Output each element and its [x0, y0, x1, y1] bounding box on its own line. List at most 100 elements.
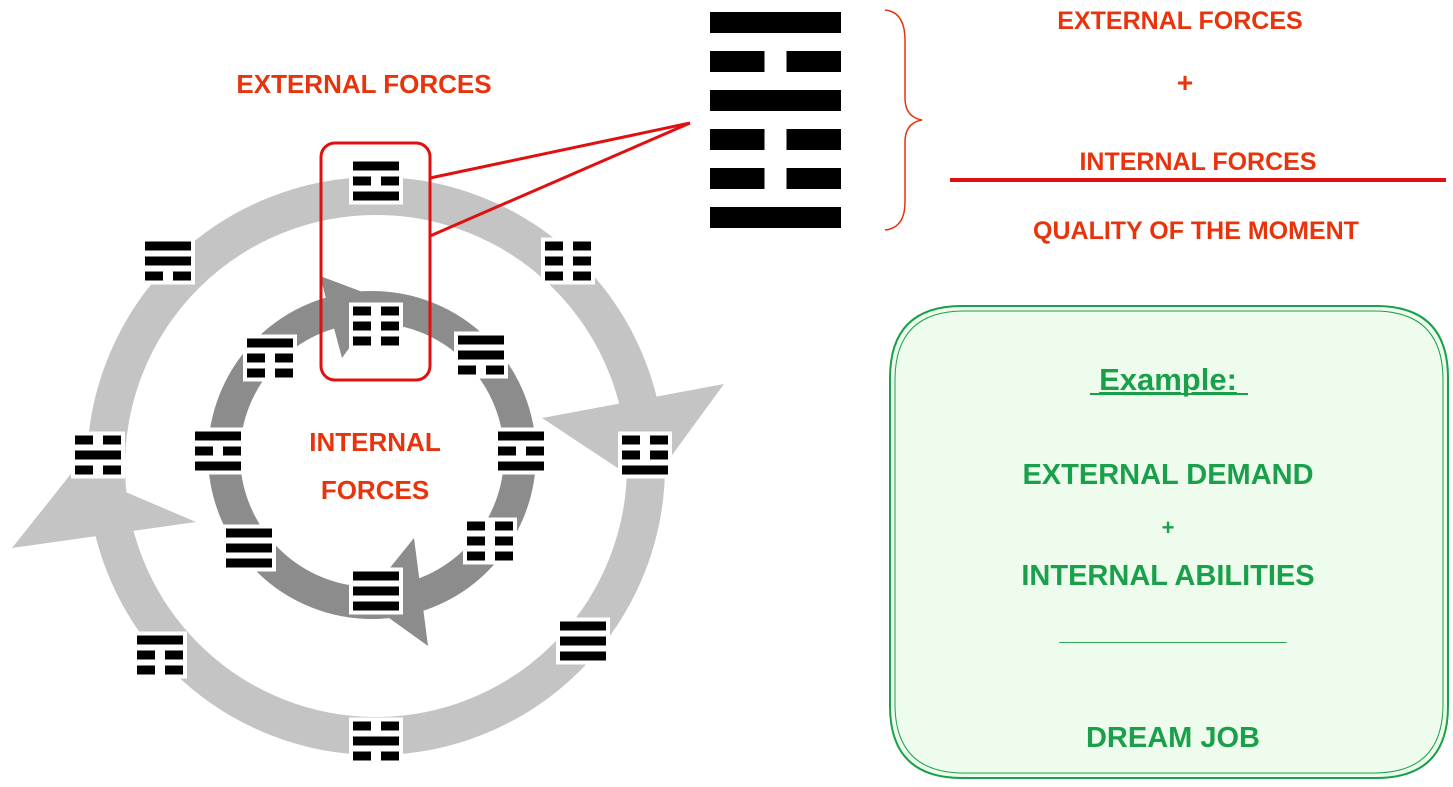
yin-line [381, 306, 399, 316]
yin-line [275, 368, 293, 378]
yin-line [247, 368, 265, 378]
yang-line [226, 543, 272, 553]
yang-line [353, 161, 399, 171]
outer-trigrams [71, 157, 672, 765]
yin-line [381, 751, 399, 761]
yin-line [573, 241, 591, 251]
yin-line [353, 336, 371, 346]
yin-line [495, 551, 513, 561]
trigram-icon [349, 157, 403, 205]
yin-line [573, 256, 591, 266]
yin-line [545, 256, 563, 266]
formula-term2: INTERNAL FORCES [1079, 148, 1316, 176]
yang-line [353, 191, 399, 201]
formula: EXTERNAL FORCES + INTERNAL FORCES QUALIT… [950, 7, 1446, 245]
yin-line [165, 665, 183, 675]
yin-line [498, 446, 516, 456]
trigram-icon [463, 517, 517, 565]
example-plus: + [1162, 515, 1175, 540]
yin-line [381, 721, 399, 731]
yin-line [786, 129, 841, 150]
yang-line [458, 335, 504, 345]
yang-line [710, 90, 841, 111]
yin-line [353, 751, 371, 761]
callout-box [319, 141, 432, 382]
example-result: DREAM JOB [1086, 722, 1260, 754]
yin-line [381, 321, 399, 331]
trigram-icon [556, 617, 610, 665]
callout [319, 121, 691, 382]
yang-line [195, 461, 241, 471]
yin-line [173, 271, 191, 281]
trigram-icon [541, 237, 595, 285]
yin-line [467, 521, 485, 531]
trigram-icon [222, 524, 276, 572]
yang-line [247, 338, 293, 348]
yang-line [353, 586, 399, 596]
yin-line [622, 435, 640, 445]
yang-line [458, 350, 504, 360]
yang-line [353, 736, 399, 746]
yin-line [545, 271, 563, 281]
yang-line [353, 601, 399, 611]
yin-line [622, 450, 640, 460]
yin-line [786, 168, 841, 189]
yin-line [458, 365, 476, 375]
yin-line [467, 536, 485, 546]
yang-line [498, 431, 544, 441]
yin-line [467, 551, 485, 561]
yang-line [75, 450, 121, 460]
yin-line [486, 365, 504, 375]
yang-line [710, 12, 841, 33]
yin-line [137, 665, 155, 675]
yin-line [137, 650, 155, 660]
yin-line [710, 168, 765, 189]
yin-line [650, 435, 668, 445]
brace [884, 9, 923, 231]
example-box: Example: EXTERNAL DEMAND + INTERNAL ABIL… [889, 305, 1449, 779]
trigram-icon [349, 302, 403, 350]
example-title: Example: [1099, 362, 1237, 397]
yin-line [275, 353, 293, 363]
example-term2: INTERNAL ABILITIES [1021, 560, 1314, 592]
yin-line [495, 536, 513, 546]
trigram-icon [454, 331, 508, 379]
yang-line [622, 465, 668, 475]
trigram-icon [349, 717, 403, 765]
yang-line [498, 461, 544, 471]
yin-line [573, 271, 591, 281]
trigram-icon [243, 334, 297, 382]
yang-line [226, 528, 272, 538]
formula-term1: EXTERNAL FORCES [1057, 7, 1302, 35]
hexagram-icon [710, 12, 841, 228]
yin-line [710, 129, 765, 150]
example-frame-inner [894, 310, 1444, 774]
outer-arrowhead-left [12, 470, 196, 548]
example-divider: _________________ [1059, 619, 1288, 646]
yin-line [247, 353, 265, 363]
formula-result: QUALITY OF THE MOMENT [1033, 217, 1359, 245]
trigram-icon [191, 427, 245, 475]
yin-line [353, 176, 371, 186]
yang-line [145, 256, 191, 266]
yin-line [526, 446, 544, 456]
trigram-icon [141, 237, 195, 285]
yang-line [145, 241, 191, 251]
yin-line [381, 176, 399, 186]
inner-trigrams [191, 302, 548, 615]
yin-line [165, 650, 183, 660]
yin-line [381, 336, 399, 346]
trigram-icon [349, 567, 403, 615]
inner-label-line2: FORCES [321, 475, 429, 505]
hexagram [710, 12, 841, 228]
yin-line [145, 271, 163, 281]
yin-line [545, 241, 563, 251]
yin-line [353, 321, 371, 331]
yin-line [195, 446, 213, 456]
yang-line [710, 207, 841, 228]
trigram-icon [71, 431, 125, 479]
yang-line [353, 571, 399, 581]
yin-line [650, 450, 668, 460]
yin-line [103, 435, 121, 445]
callout-line-bottom [429, 121, 691, 238]
